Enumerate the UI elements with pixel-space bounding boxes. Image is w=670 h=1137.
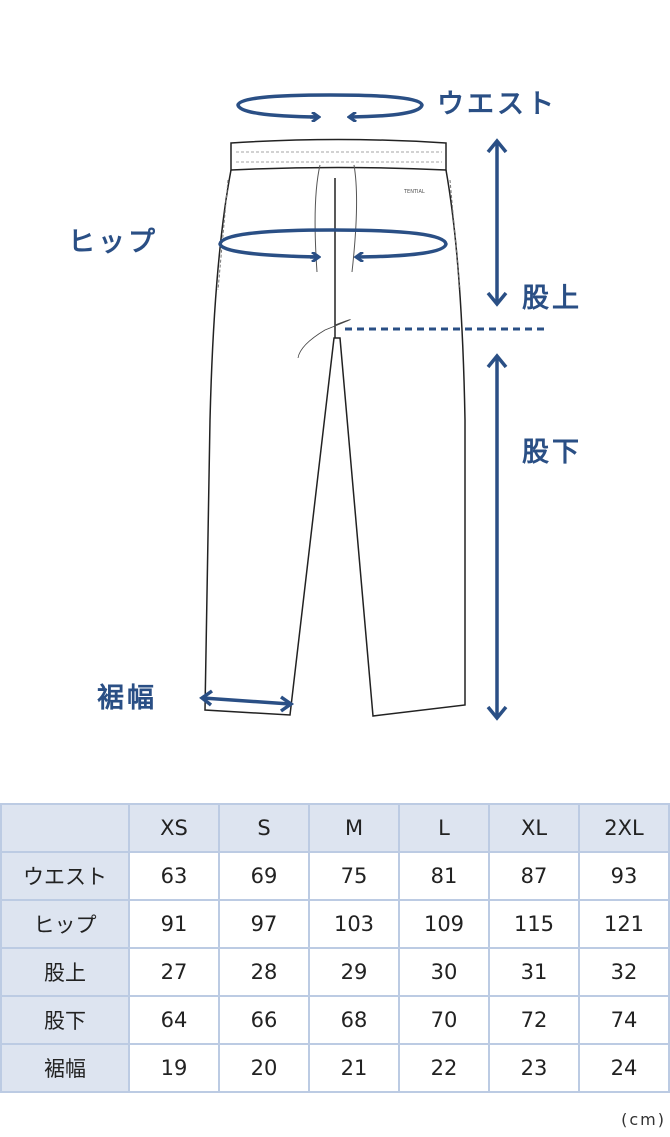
table-cell: 75 — [308, 851, 400, 901]
table-cell: 27 — [128, 947, 220, 997]
table-cell: 69 — [218, 851, 310, 901]
label-waist: ウエスト — [437, 89, 557, 120]
unit-label: (cm) — [621, 1110, 666, 1129]
table-header-row: XS S M L XL 2XL — [0, 803, 670, 853]
table-cell: 72 — [488, 995, 580, 1045]
label-rise: 股上 — [522, 283, 582, 314]
table-cell: 103 — [308, 899, 400, 949]
label-hem: 裾幅 — [97, 683, 157, 714]
table-cell: 23 — [488, 1043, 580, 1093]
table-cell: 29 — [308, 947, 400, 997]
measurement-arrows — [199, 93, 545, 721]
row-header: 股下 — [0, 995, 130, 1045]
table-cell: 20 — [218, 1043, 310, 1093]
header-cell: L — [398, 803, 490, 853]
row-header: 裾幅 — [0, 1043, 130, 1093]
table-cell: 87 — [488, 851, 580, 901]
row-header: ウエスト — [0, 851, 130, 901]
table-cell: 64 — [128, 995, 220, 1045]
table-cell: 21 — [308, 1043, 400, 1093]
table-cell: 63 — [128, 851, 220, 901]
pants-outline — [204, 138, 466, 717]
table-cell: 91 — [128, 899, 220, 949]
table-cell: 68 — [308, 995, 400, 1045]
table-cell: 97 — [218, 899, 310, 949]
table-cell: 66 — [218, 995, 310, 1045]
table-cell: 28 — [218, 947, 310, 997]
header-cell: M — [308, 803, 400, 853]
pants-diagram: TENTIAL — [199, 93, 545, 721]
header-cell: 2XL — [578, 803, 670, 853]
table-cell: 115 — [488, 899, 580, 949]
header-cell — [0, 803, 130, 853]
table-cell: 121 — [578, 899, 670, 949]
row-header: ヒップ — [0, 899, 130, 949]
brand-tag: TENTIAL — [403, 189, 425, 195]
table-cell: 74 — [578, 995, 670, 1045]
header-cell: XS — [128, 803, 220, 853]
table-cell: 81 — [398, 851, 490, 901]
table-cell: 22 — [398, 1043, 490, 1093]
label-hip: ヒップ — [68, 227, 158, 258]
header-cell: XL — [488, 803, 580, 853]
header-cell: S — [218, 803, 310, 853]
table-cell: 32 — [578, 947, 670, 997]
table-cell: 70 — [398, 995, 490, 1045]
table-cell: 19 — [128, 1043, 220, 1093]
label-inseam: 股下 — [522, 437, 582, 468]
table-cell: 109 — [398, 899, 490, 949]
table-cell: 30 — [398, 947, 490, 997]
table-cell: 31 — [488, 947, 580, 997]
table-cell: 93 — [578, 851, 670, 901]
row-header: 股上 — [0, 947, 130, 997]
table-cell: 24 — [578, 1043, 670, 1093]
